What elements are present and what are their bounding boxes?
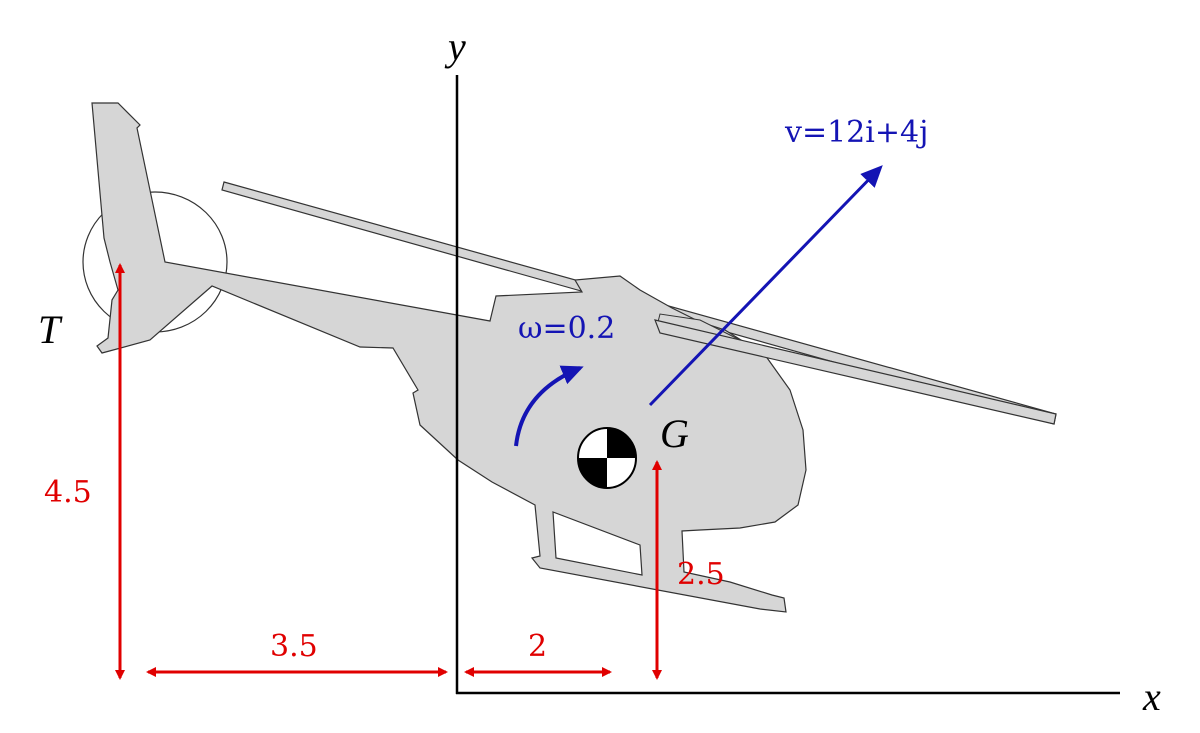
cg-label: G [660, 411, 689, 456]
skid-gap [552, 511, 643, 576]
velocity-arrow [648, 165, 883, 407]
dimension-g-height-label: 2.5 [677, 557, 725, 592]
x-axis-label: x [1142, 674, 1161, 719]
angular-velocity-arrow [514, 365, 584, 447]
dimension-origin-to-g-label: 2 [528, 629, 547, 664]
y-axis-label: y [444, 24, 466, 69]
velocity-label: v=12i+4j [784, 115, 928, 150]
helicopter-body [91, 102, 807, 613]
dimension-tail-to-origin-label: 3.5 [270, 629, 318, 664]
angular-velocity-label: ω=0.2 [518, 311, 615, 346]
tail-point-label: T [38, 307, 63, 352]
main-rotor-blade-front [654, 319, 1057, 425]
center-of-gravity-icon [577, 427, 637, 489]
dimension-tail-height-label: 4.5 [44, 475, 92, 510]
